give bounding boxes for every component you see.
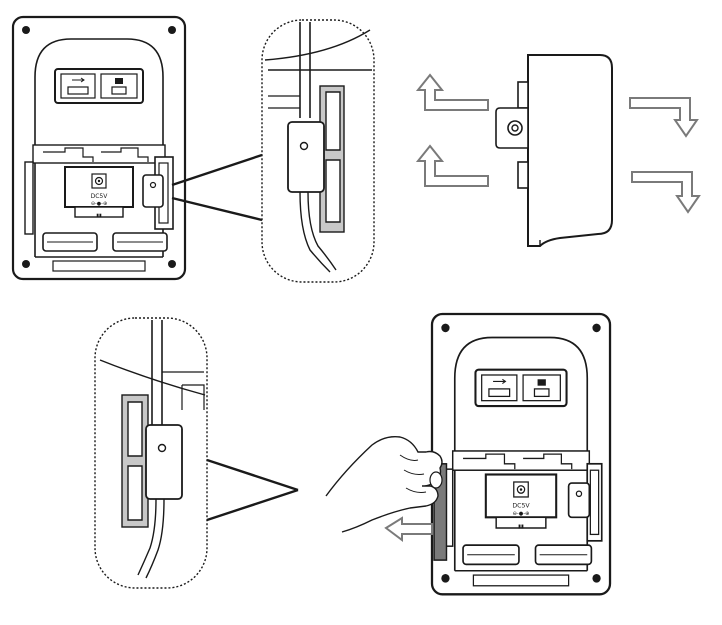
callout-lines-top [171,153,263,222]
zoom-callout-top [261,19,375,283]
arrow-pull-left [384,516,433,542]
zoom-callout-bottom [94,317,208,589]
arrow-up-left-1 [415,73,489,111]
bottom-mark-top: ▮▮ [96,213,102,219]
arrow-up-left-2 [415,144,489,187]
callout-lines-bottom [206,458,299,522]
dc-polarity-top: ⊖-●-⊕ [91,201,107,207]
stand-detached [495,54,613,247]
phone-back-top-left: DC5V ⊖-●-⊕ ▮▮ [11,15,187,281]
arrow-down-right-1 [629,97,699,138]
arrow-down-right-2 [631,171,701,214]
dc-label-top: DC5V [91,193,109,200]
dc-polarity-bottom: ⊖-●-⊕ [513,511,530,517]
hand-illustration [325,435,443,533]
dc-label-bottom: DC5V [512,503,530,510]
bottom-mark-bottom: ▮▮ [518,524,524,530]
phone-back-bottom-right: DC5V ⊖-●-⊕ ▮▮ [430,312,612,596]
